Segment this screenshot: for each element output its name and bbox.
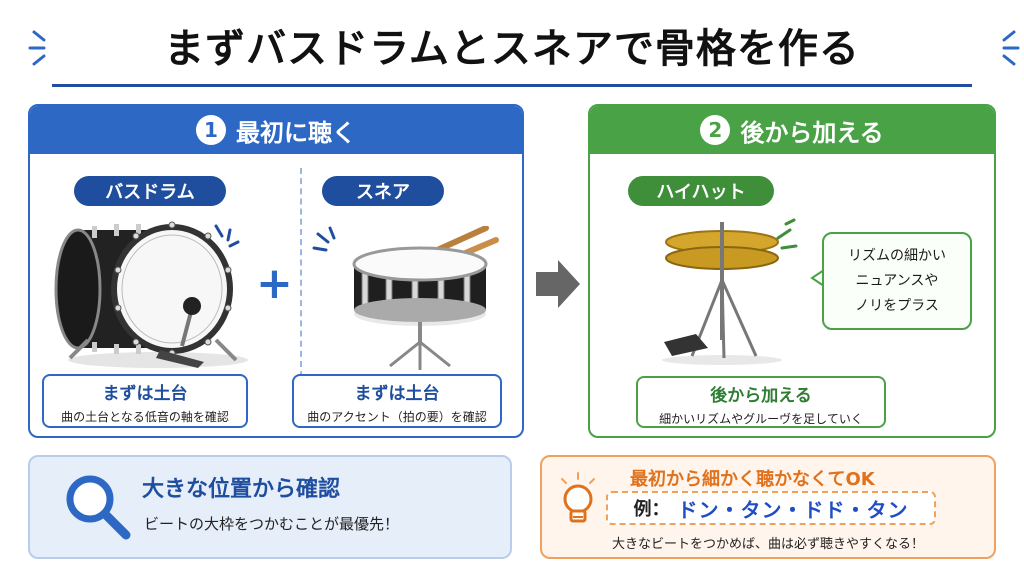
page-title: まずバスドラムとスネアで骨格を作る — [164, 26, 860, 72]
impact-lines-bass — [214, 224, 240, 248]
tip-box-no-details: 最初から細かく聴かなくてOK 例： ドン・タン・ドド・タン 大きなビートをつかめ… — [540, 455, 996, 559]
bass-drum-illustration — [54, 221, 248, 368]
hihat-illustration — [662, 222, 782, 365]
bass-caption-title: まずは土台 — [102, 384, 188, 404]
bass-caption: まずは土台 曲の土台となる低音の軸を確認 — [42, 374, 248, 428]
snare-caption-text: 曲のアクセント（拍の要）を確認 — [307, 410, 487, 424]
panel-heading: 最初に聴く — [236, 118, 356, 147]
tip-text: ビートの大枠をつかむことが最優先！ — [144, 515, 400, 533]
bubble-line: ニュアンスや — [855, 273, 939, 289]
hihat-caption-title: 後から加える — [710, 386, 812, 406]
step-number: 2 — [700, 115, 731, 145]
accent-lines-left — [28, 30, 46, 66]
plus-sign: + — [256, 258, 293, 309]
panel-heading: 後から加える — [740, 118, 884, 147]
panel-listen-first: 1 最初に聴く バスドラム スネア + — [28, 104, 524, 438]
tip-text: 大きなビートをつかめば、曲は必ず聴きやすくなる！ — [611, 537, 924, 552]
impact-lines-hihat — [776, 218, 798, 250]
hihat-label: ハイハット — [628, 176, 774, 206]
tip-box-big-picture: 大きな位置から確認 ビートの大枠をつかむことが最優先！ — [28, 455, 512, 559]
example-pattern: ドン・タン・ドド・タン — [677, 497, 909, 522]
example-label: 例： — [633, 499, 670, 520]
accent-lines-right — [1002, 30, 1020, 66]
impact-lines-snare — [312, 226, 336, 252]
snare-caption-title: まずは土台 — [354, 384, 440, 404]
bubble-line: ノリをプラス — [855, 298, 939, 314]
tip-heading: 大きな位置から確認 — [142, 477, 341, 502]
magnifier-icon — [66, 475, 131, 540]
snare-label: スネア — [322, 176, 444, 206]
tip-heading: 最初から細かく聴かなくてOK — [630, 469, 875, 490]
hihat-caption-text: 細かいリズムやグルーヴを足していく — [659, 412, 863, 426]
rhythm-example: 例： ドン・タン・ドド・タン — [606, 491, 936, 525]
title-underline — [52, 84, 972, 87]
snare-caption: まずは土台 曲のアクセント（拍の要）を確認 — [292, 374, 502, 428]
panel-header: 2 後から加える — [590, 106, 994, 154]
arrow-right-icon — [536, 260, 580, 308]
panel-header: 1 最初に聴く — [30, 106, 522, 154]
hihat-caption: 後から加える 細かいリズムやグルーヴを足していく — [636, 376, 886, 428]
bass-caption-text: 曲の土台となる低音の軸を確認 — [61, 410, 229, 424]
divider — [300, 168, 302, 428]
nuance-bubble: リズムの細かい ニュアンスや ノリをプラス — [822, 232, 972, 330]
bass-drum-label: バスドラム — [74, 176, 226, 206]
bubble-tail — [810, 269, 825, 287]
step-number: 1 — [196, 115, 226, 145]
snare-drum-illustration — [352, 226, 499, 370]
bubble-line: リズムの細かい — [848, 248, 946, 264]
lightbulb-icon — [561, 472, 595, 523]
